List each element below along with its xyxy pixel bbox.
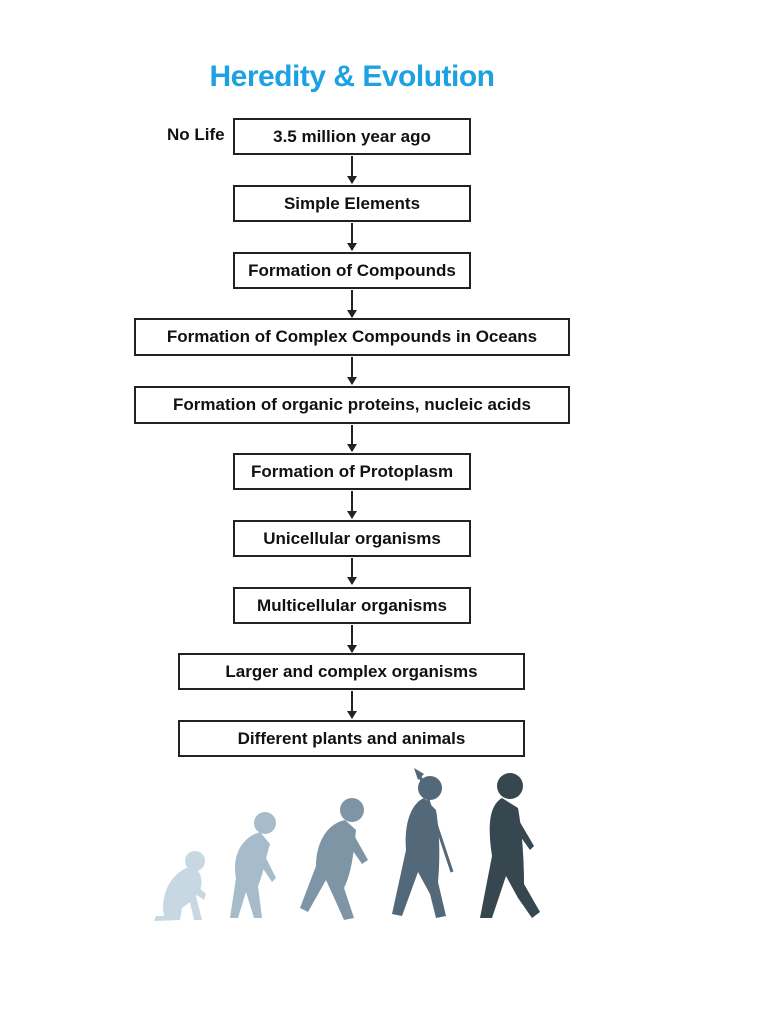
primate-figure-1 [154,851,206,921]
human-evolution-illustration [154,768,540,921]
diagram-title: Heredity & Evolution [209,60,495,93]
step-box-2: Simple Elements [233,185,471,222]
step-box-4: Formation of Complex Compounds in Oceans [134,318,570,356]
step-box-9: Larger and complex organisms [178,653,525,690]
flow-arrow-3 [347,290,357,318]
flow-arrow-6 [347,491,357,519]
primate-figure-4 [392,768,454,918]
flow-arrow-2 [347,223,357,251]
step-box-3: Formation of Compounds [233,252,471,289]
primate-figure-5 [480,773,540,918]
step-box-10: Different plants and animals [178,720,525,757]
flow-arrow-8 [347,625,357,653]
step-box-7: Unicellular organisms [233,520,471,557]
primate-figure-3 [300,798,368,920]
flow-arrow-5 [347,425,357,452]
flow-arrow-1 [347,156,357,184]
flow-arrow-9 [347,691,357,719]
step-box-8: Multicellular organisms [233,587,471,624]
step-box-5: Formation of organic proteins, nucleic a… [134,386,570,424]
primate-figure-2 [230,812,276,918]
flow-arrow-4 [347,357,357,385]
no-life-label: No Life [167,125,225,144]
step-box-1: 3.5 million year ago [233,118,471,155]
step-box-6: Formation of Protoplasm [233,453,471,490]
flow-arrow-7 [347,558,357,585]
